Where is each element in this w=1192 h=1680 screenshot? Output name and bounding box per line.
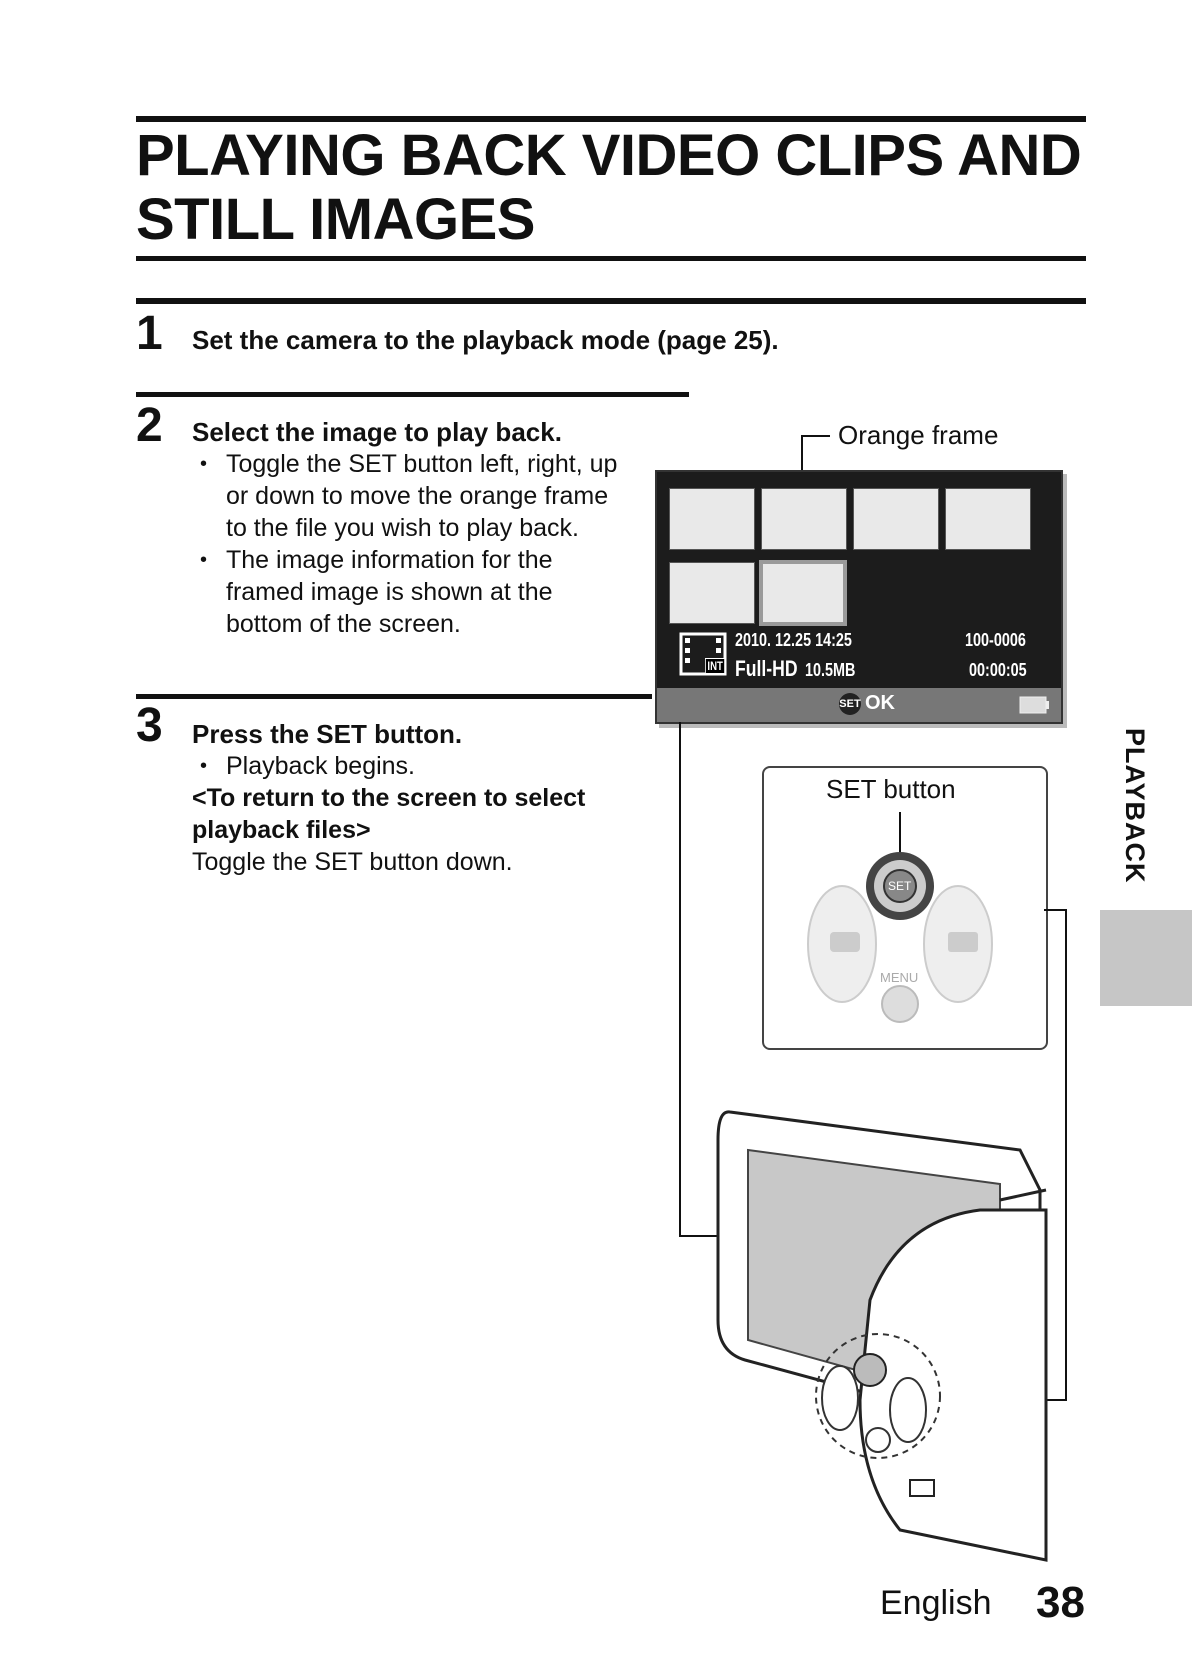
page-number: 38 [1036, 1578, 1085, 1627]
list-item: Playback begins. [192, 750, 632, 782]
ok-label: OK [865, 692, 895, 714]
battery-icon [1019, 696, 1049, 714]
step3-bullets: Playback begins. [192, 750, 632, 782]
thumbnail-owl [669, 488, 755, 550]
step2-rule [136, 392, 689, 397]
duration: 00:00:05 [969, 660, 1027, 680]
step2-number: 2 [136, 399, 163, 452]
set-key-label: SET [888, 879, 912, 893]
list-item: The image information for the framed ima… [192, 544, 632, 640]
int-badge: INT [705, 658, 726, 674]
list-item: Toggle the SET button left, right, up or… [192, 448, 632, 544]
page-title: PLAYING BACK VIDEO CLIPS AND STILL IMAGE… [136, 123, 1082, 252]
thumbnail-portrait [945, 488, 1031, 550]
video-icon [948, 932, 978, 952]
screen-bottom-bar: SET OK [657, 688, 1061, 722]
step3-note: Toggle the SET button down. [192, 848, 513, 876]
footer-language: English [880, 1584, 992, 1622]
orange-frame-label: Orange frame [838, 420, 999, 450]
step1-number: 1 [136, 307, 163, 360]
title-top-rule [136, 116, 1086, 122]
step3-subhead: <To return to the screen to select playb… [192, 784, 586, 844]
step3-rule [136, 694, 652, 699]
step1-rule [136, 298, 1086, 304]
datetime: 2010. 12.25 14:25 [735, 630, 852, 650]
step1-text: Set the camera to the playback mode (pag… [192, 325, 779, 355]
step3-number: 3 [136, 699, 163, 752]
step2-bullets: Toggle the SET button left, right, up or… [192, 448, 632, 640]
file-size: 10.5MB [805, 660, 856, 680]
thumbnail-bird [761, 488, 847, 550]
thumbnail-girl-dog [853, 488, 939, 550]
file-number: 100-0006 [965, 630, 1026, 650]
resolution: Full-HD [735, 656, 798, 681]
set-button-label: SET button [826, 774, 956, 804]
menu-key-label: MENU [880, 970, 919, 985]
section-tab [1100, 910, 1192, 1006]
playback-screen: INT 2010. 12.25 14:25 100-0006 Full-HD 1… [655, 470, 1063, 724]
set-badge: SET [839, 693, 861, 715]
title-bottom-rule [136, 256, 1086, 261]
thumbnail-rabbit-selected [759, 560, 847, 626]
camera-icon [830, 932, 860, 952]
step2-text: Select the image to play back. [192, 417, 562, 447]
step3-text: Press the SET button. [192, 719, 463, 749]
thumbnail-woman [669, 562, 755, 624]
section-tab-label: PLAYBACK [1120, 728, 1150, 884]
